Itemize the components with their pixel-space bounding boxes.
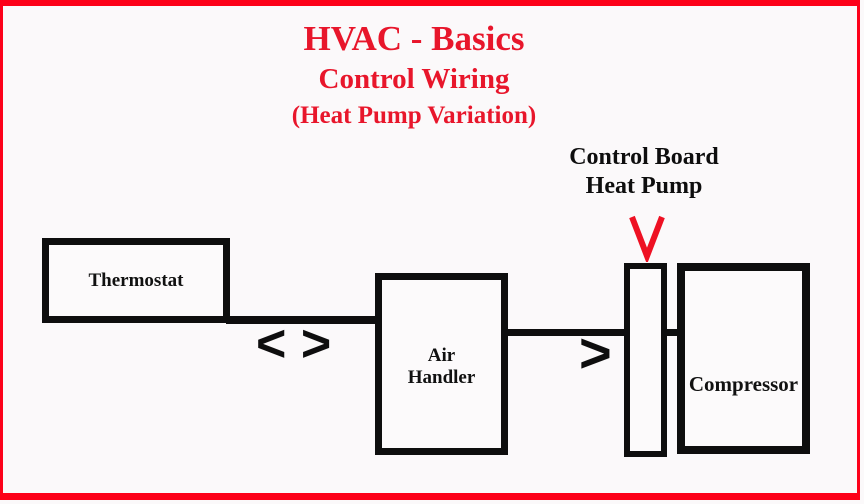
- compressor-box: Compressor: [677, 263, 810, 454]
- wire-controlboard-to-compressor: [663, 329, 683, 336]
- thermostat-box: Thermostat: [42, 238, 230, 323]
- control-board-annotation: Control Board Heat Pump: [534, 143, 754, 201]
- down-pointer-v-icon: [629, 215, 665, 262]
- control-board-annotation-line1: Control Board: [569, 144, 719, 170]
- control-board-annotation-line2: Heat Pump: [585, 173, 703, 199]
- air-handler-box: Air Handler: [375, 273, 508, 455]
- title-subtitle: Control Wiring: [318, 63, 510, 95]
- air-handler-label-line1: Air: [427, 344, 456, 366]
- title-variation: (Heat Pump Variation): [291, 102, 537, 129]
- control-board-box: [624, 263, 667, 457]
- title-main: HVAC - Basics: [303, 19, 525, 58]
- air-handler-label: Air Handler: [408, 345, 476, 389]
- bidirectional-chevrons-icon: < >: [256, 315, 332, 373]
- thermostat-label: Thermostat: [88, 269, 184, 291]
- right-chevron-icon: >: [579, 321, 612, 384]
- wire-airhandler-to-controlboard: [504, 329, 628, 336]
- compressor-label: Compressor: [688, 372, 799, 396]
- wire-thermostat-to-airhandler: [226, 316, 380, 324]
- air-handler-label-line2: Handler: [407, 366, 476, 388]
